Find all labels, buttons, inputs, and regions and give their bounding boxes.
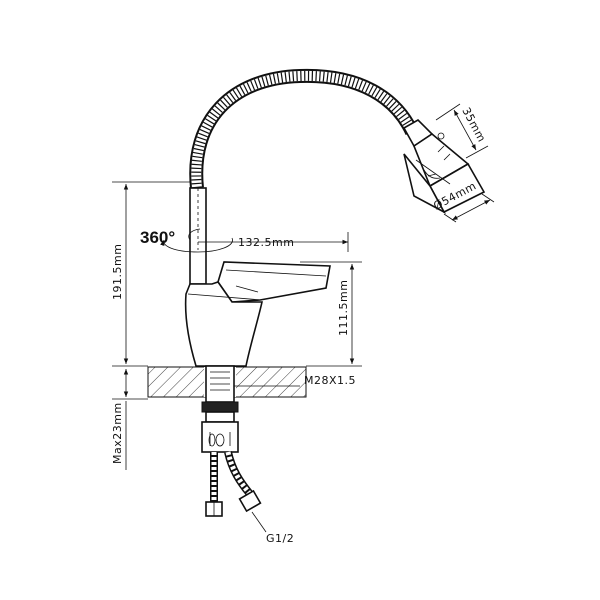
total-height-label: 191.5mm xyxy=(111,244,124,300)
spout-reach-label: 132.5mm xyxy=(238,236,294,249)
riser-pipe xyxy=(189,187,207,285)
supply-hoses xyxy=(205,451,262,517)
max-countertop-label: Max23mm xyxy=(111,402,124,464)
rotation-label: 360° xyxy=(140,228,175,247)
lock-nut xyxy=(201,421,239,453)
mounting-stud xyxy=(201,365,239,423)
spout-height-label: 111.5mm xyxy=(337,280,350,336)
hose-thread-label: G1/2 xyxy=(266,532,294,545)
dimension-lines xyxy=(112,103,495,533)
spray-head xyxy=(402,119,486,214)
faucet-body xyxy=(184,281,263,367)
thread-label: M28X1.5 xyxy=(304,374,356,387)
head-length-label: 35mm xyxy=(459,105,488,144)
rotation-indicator xyxy=(160,228,233,253)
lever-handle xyxy=(217,261,331,303)
flexible-spout xyxy=(189,68,419,189)
